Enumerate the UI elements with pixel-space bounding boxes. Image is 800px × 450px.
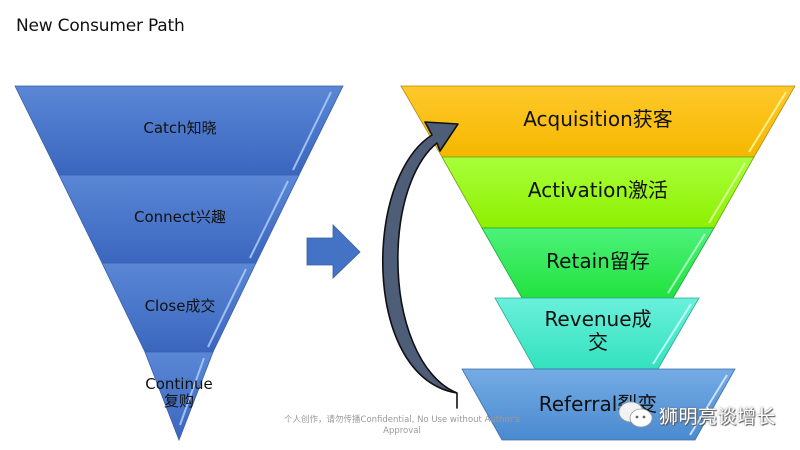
bevel-highlight bbox=[652, 303, 692, 365]
left-funnel-label-close: Close成交 bbox=[144, 297, 216, 315]
bevel-highlight bbox=[667, 233, 706, 294]
right-funnel-label-revenue: Revenue成 交 bbox=[544, 307, 652, 354]
bevel-highlight bbox=[708, 162, 746, 224]
left-funnel-label-connect: Connect兴趣 bbox=[133, 208, 227, 226]
confidential-watermark: 个人创作，请勿传播Confidential, No Use without Au… bbox=[262, 415, 542, 437]
right-funnel-label-activation: Activation激活 bbox=[527, 178, 669, 202]
watermark-line-1: 个人创作，请勿传播Confidential, No Use without Au… bbox=[284, 415, 520, 425]
right-funnel-label-retain: Retain留存 bbox=[546, 249, 650, 273]
bevel-highlight bbox=[748, 91, 787, 153]
right-funnel bbox=[400, 85, 796, 441]
right-funnel-stage-referral bbox=[461, 368, 736, 441]
watermark-line-2: Approval bbox=[383, 426, 421, 437]
left-funnel-stage-continue bbox=[144, 351, 214, 442]
curved-loop-arrow-icon bbox=[381, 121, 459, 409]
page-title: New Consumer Path bbox=[16, 16, 185, 36]
bevel-highlight bbox=[179, 357, 205, 426]
bevel-highlight bbox=[249, 180, 289, 259]
brand-name: 狮明亮谈增长 bbox=[659, 405, 777, 428]
wechat-icon bbox=[618, 401, 653, 428]
bevel-highlight bbox=[292, 91, 332, 171]
bevel-highlight bbox=[689, 374, 728, 436]
left-funnel-label-continue: Continue 复购 bbox=[145, 375, 213, 411]
bevel-highlight bbox=[207, 268, 247, 348]
brand-badge: 狮明亮谈增长 bbox=[616, 400, 776, 430]
left-funnel-label-catch: Catch知晓 bbox=[143, 119, 217, 137]
right-arrow-icon bbox=[306, 224, 361, 279]
left-funnel bbox=[14, 85, 344, 442]
right-funnel-label-acquisition: Acquisition获客 bbox=[523, 107, 673, 131]
